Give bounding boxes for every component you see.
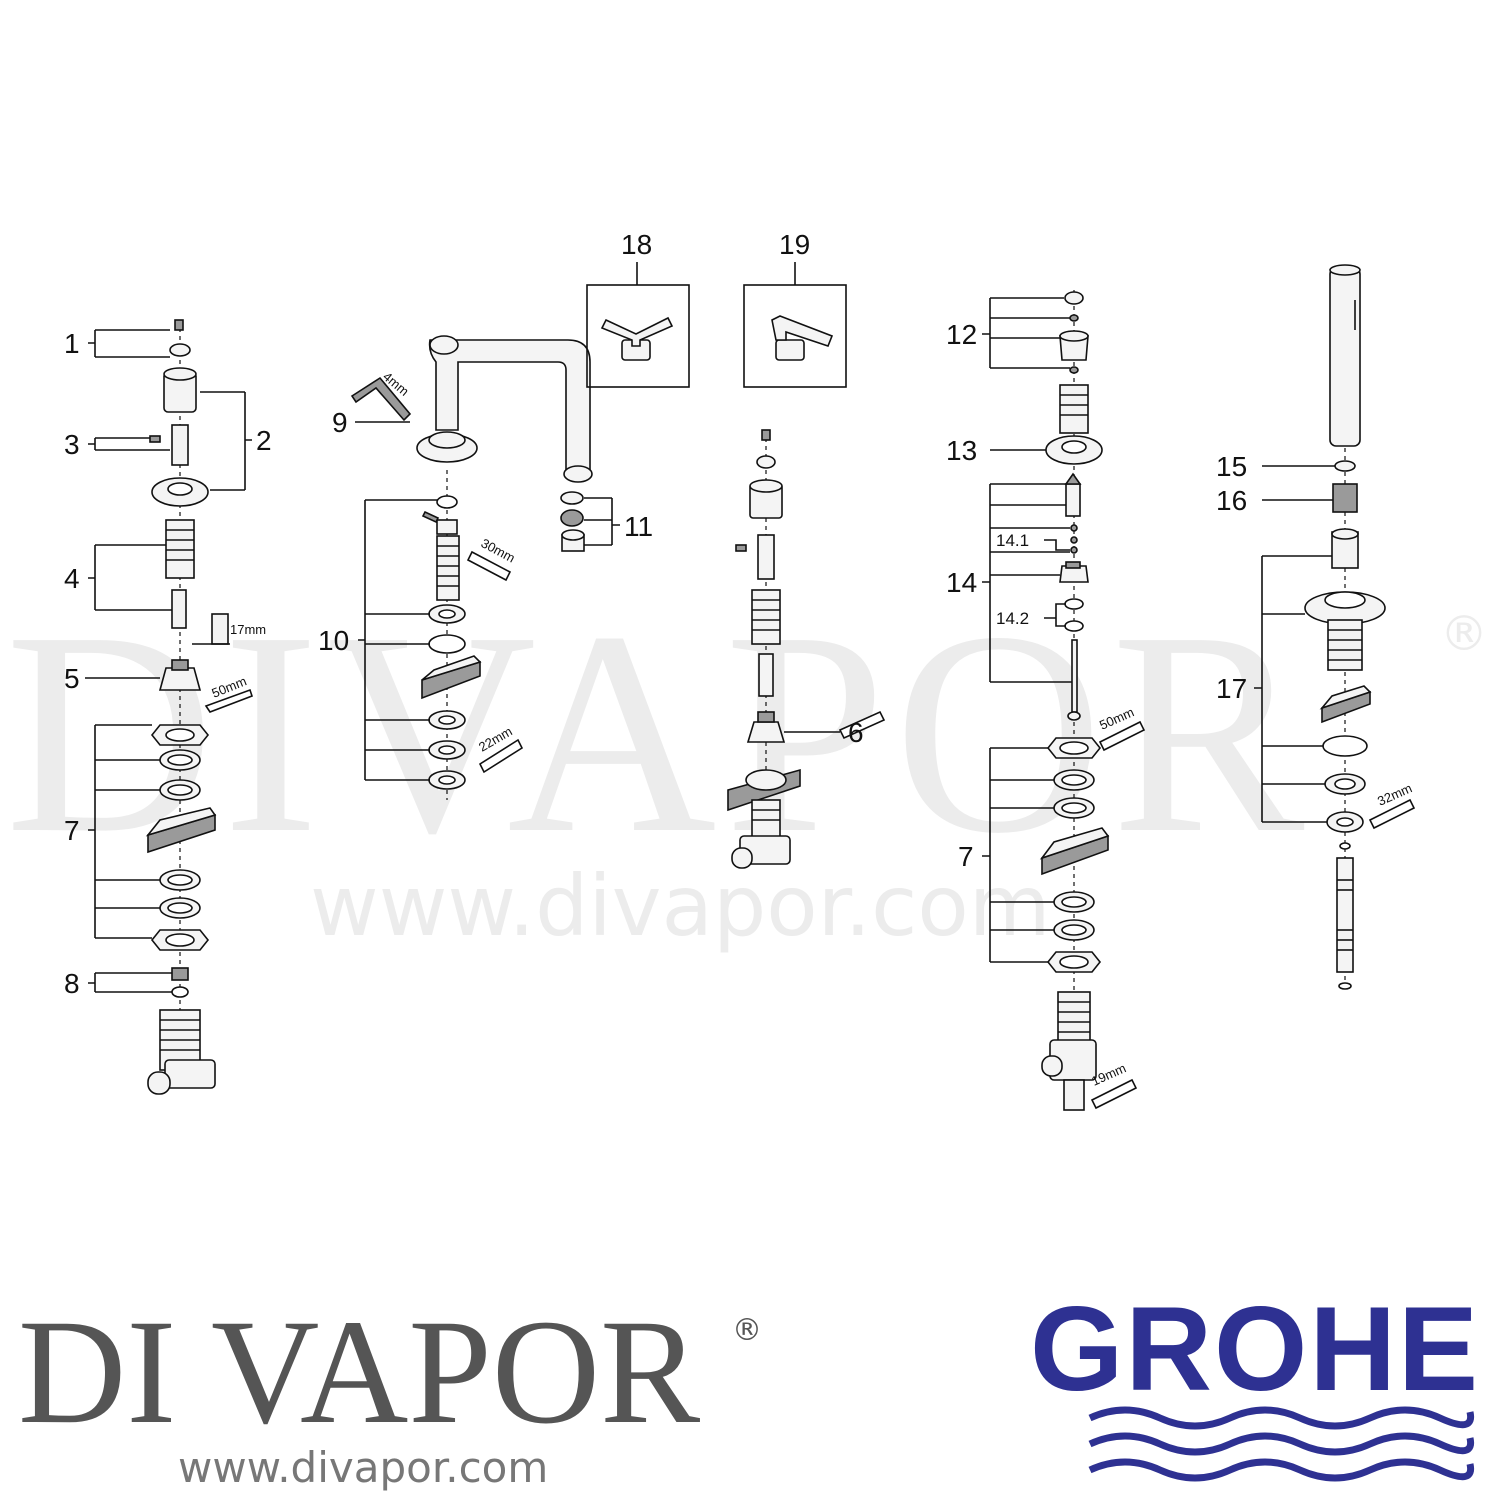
spout-assembly — [350, 335, 593, 800]
callout-2: 2 — [256, 425, 272, 456]
watermark-url: www.divapor.com — [310, 857, 1051, 955]
callout-19: 19 — [779, 229, 810, 260]
spout-callout-lines — [355, 421, 620, 781]
callout-15: 15 — [1216, 451, 1247, 482]
callout-7-left: 7 — [64, 815, 80, 846]
callout-16: 16 — [1216, 485, 1247, 516]
callout-numbers: 1 2 3 4 5 6 7 7 8 9 10 11 12 13 14 14.1 … — [64, 229, 1247, 999]
grohe-waves — [1088, 1406, 1475, 1482]
callout-11: 11 — [624, 511, 653, 542]
callout-5: 5 — [64, 663, 80, 694]
callout-10: 10 — [318, 625, 349, 656]
callout-17: 17 — [1216, 673, 1247, 704]
callout-6: 6 — [848, 717, 864, 748]
callout-9: 9 — [332, 407, 348, 438]
callout-14: 14 — [946, 567, 977, 598]
callout-4: 4 — [64, 563, 80, 594]
callout-3: 3 — [64, 429, 80, 460]
divapor-url: www.divapor.com — [178, 1443, 548, 1492]
hand-shower-assembly — [1304, 264, 1386, 990]
diverter-callout-lines — [982, 297, 1072, 963]
callout-1: 1 — [64, 328, 80, 359]
callout-13: 13 — [946, 435, 977, 466]
middle-valve-assembly — [727, 429, 801, 869]
divapor-registered-mark: ® — [732, 1313, 762, 1348]
footer-branding: DI VAPOR ® www.divapor.com GROHE — [18, 1282, 1480, 1492]
callout-18: 18 — [621, 229, 652, 260]
left-callout-lines — [85, 329, 252, 993]
watermark-registered-mark: ® — [1440, 606, 1488, 662]
hand-shower-callout-lines — [1254, 465, 1335, 823]
handle-option-19 — [743, 262, 847, 388]
tool-size-17mm: 17mm — [230, 622, 266, 637]
handle-option-18 — [586, 262, 690, 388]
left-valve-assembly — [145, 319, 229, 1095]
divapor-logo: DI VAPOR — [18, 1289, 700, 1455]
callout-8: 8 — [64, 968, 80, 999]
callout-12: 12 — [946, 319, 977, 350]
callout-7-right: 7 — [958, 841, 974, 872]
diverter-assembly — [1039, 290, 1110, 1111]
grohe-logo: GROHE — [1030, 1282, 1480, 1416]
tool-wrenches — [204, 688, 1416, 1110]
callout-14-1: 14.1 — [996, 531, 1029, 550]
callout-14-2: 14.2 — [996, 609, 1029, 628]
